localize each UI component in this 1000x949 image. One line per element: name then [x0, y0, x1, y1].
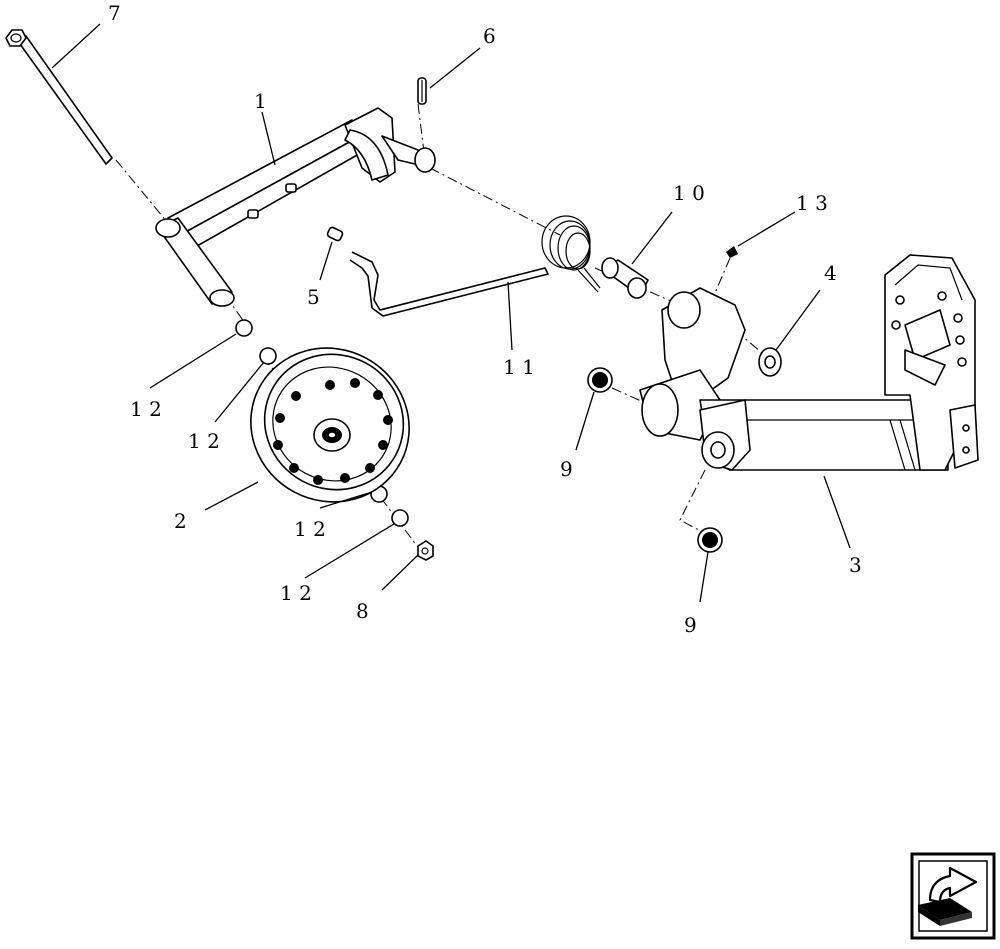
- callout-10: 1 0: [673, 181, 705, 205]
- part-9-plug-lower: [697, 527, 723, 553]
- callout-4: 4: [824, 261, 837, 285]
- callout-7: 7: [108, 1, 121, 25]
- part-2-wheel: [250, 347, 410, 503]
- callout-11: 1 1: [503, 355, 535, 379]
- part-7-bolt: [5, 29, 113, 165]
- part-10-spring: [541, 215, 601, 293]
- part-8-nut: [417, 540, 434, 561]
- leader-lines: [51, 23, 851, 603]
- part-3-main-arm: [639, 254, 979, 471]
- callout-8: 8: [356, 599, 369, 623]
- part-9-plug-upper: [587, 367, 613, 393]
- callout-9-b: 9: [684, 613, 697, 637]
- callout-5: 5: [307, 285, 320, 309]
- callout-1: 1: [254, 89, 267, 113]
- callout-13: 1 3: [796, 191, 828, 215]
- part-6-roll-pin: [417, 77, 427, 105]
- callout-6: 6: [483, 24, 496, 48]
- callout-9-a: 9: [560, 457, 573, 481]
- part-12-spacer: [235, 319, 409, 527]
- next-page-button[interactable]: [910, 852, 996, 940]
- part-5-pin: [326, 226, 344, 242]
- part-11-rod: [349, 251, 549, 317]
- callout-12-c: 1 2: [294, 517, 326, 541]
- callout-12-b: 1 2: [188, 429, 220, 453]
- part-1-axle-arm: [155, 107, 436, 307]
- next-page-arrow-icon: [918, 866, 978, 926]
- part-13-fitting: [726, 246, 738, 258]
- part-4-washer: [758, 347, 782, 377]
- bushing: [601, 257, 649, 299]
- callout-12-d: 1 2: [280, 581, 312, 605]
- callout-2: 2: [174, 509, 187, 533]
- callout-12-a: 1 2: [130, 397, 162, 421]
- callout-3: 3: [849, 553, 862, 577]
- callout-labels: 7 1 6 1 0 1 3 4 5 1 1 1 2 1 2 2 1 2 1 2 …: [108, 1, 862, 637]
